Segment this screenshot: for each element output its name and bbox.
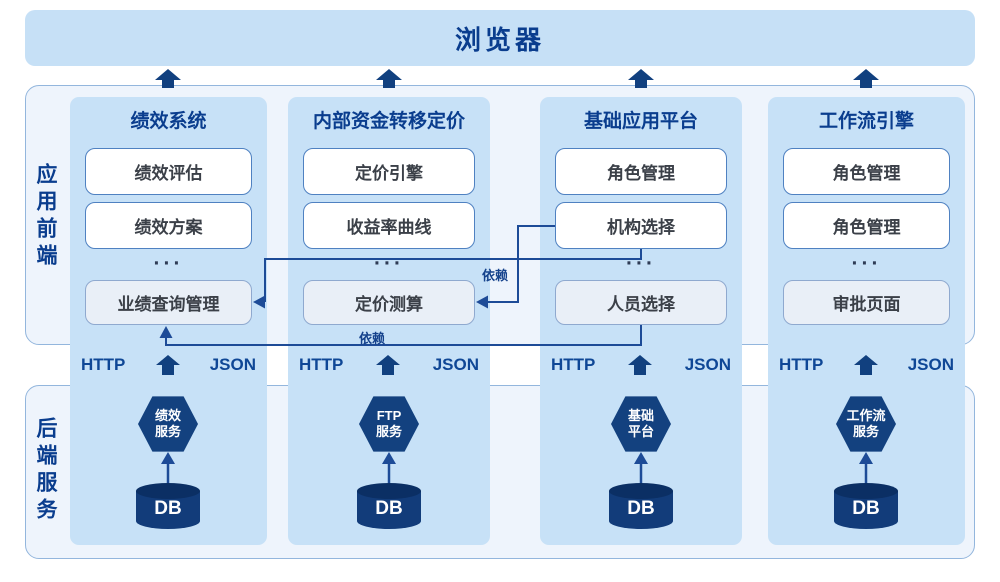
- module-box: 角色管理: [783, 148, 950, 195]
- dependency-label: 依赖: [481, 268, 508, 283]
- module-box: 定价引擎: [303, 148, 475, 195]
- db-cylinder-icon: [136, 483, 200, 529]
- service-name: 工作流: [846, 408, 886, 423]
- module-box: 绩效评估: [85, 148, 252, 195]
- http-json-row: HTTP JSON: [768, 352, 965, 378]
- http-json-row: HTTP JSON: [288, 352, 490, 378]
- json-label: JSON: [209, 355, 256, 374]
- frontend-label: 应用前端: [34, 163, 57, 271]
- http-label: HTTP: [299, 355, 344, 374]
- module-box: 收益率曲线: [303, 202, 475, 249]
- service-hexagon: 绩效 服务: [138, 396, 198, 452]
- column-title: 内部资金转移定价: [312, 111, 465, 132]
- json-label: JSON: [432, 355, 479, 374]
- backend-label: 后端服务: [34, 417, 57, 525]
- http-up-arrow-icon: [376, 355, 401, 375]
- service-name: 绩效: [154, 408, 181, 423]
- http-label: HTTP: [81, 355, 126, 374]
- module-box: 人员选择: [555, 280, 727, 325]
- service-hexagon: 基础 平台: [611, 396, 671, 452]
- service-name: 服务: [154, 424, 181, 439]
- db-cylinder: DB: [356, 482, 422, 530]
- http-up-arrow-icon: [853, 355, 878, 375]
- column-performance-system: 绩效系统 绩效评估 绩效方案 ··· 业绩查询管理 HTTP JSON 绩效 服…: [70, 97, 267, 545]
- json-label: JSON: [684, 355, 731, 374]
- up-arrow-icon: [628, 69, 654, 88]
- column-title: 绩效系统: [130, 111, 207, 132]
- service-name: 基础: [627, 408, 654, 423]
- dependency-label: 依赖: [358, 331, 385, 346]
- column-title: 基础应用平台: [583, 111, 698, 132]
- db-cylinder: DB: [833, 482, 899, 530]
- json-label: JSON: [907, 355, 954, 374]
- module-box: 机构选择: [555, 202, 727, 249]
- service-name: 平台: [627, 424, 654, 439]
- db-to-service-arrow-icon: [161, 452, 175, 483]
- ellipsis: ···: [153, 252, 184, 275]
- db-cylinder-icon: [357, 483, 421, 529]
- http-up-arrow-icon: [155, 355, 180, 375]
- ellipsis: ···: [626, 252, 656, 275]
- column-title: 工作流引擎: [818, 111, 914, 132]
- db-label: DB: [852, 498, 880, 519]
- db-label: DB: [627, 498, 655, 519]
- module-box: 角色管理: [555, 148, 727, 195]
- module-box: 审批页面: [783, 280, 950, 325]
- column-ftp-pricing: 内部资金转移定价 定价引擎 收益率曲线 ··· 定价测算 HTTP JSON F…: [288, 97, 490, 545]
- db-to-service-arrow-icon: [859, 452, 873, 483]
- service-name: 服务: [375, 424, 402, 439]
- db-to-service-arrow-icon: [634, 452, 648, 483]
- service-name: 服务: [852, 424, 879, 439]
- service-hexagon: FTP 服务: [359, 396, 419, 452]
- db-cylinder-icon: [834, 483, 898, 529]
- module-box: 业绩查询管理: [85, 280, 252, 325]
- column-workflow-engine: 工作流引擎 角色管理 角色管理 ··· 审批页面 HTTP JSON 工作流 服…: [768, 97, 965, 545]
- db-cylinder: DB: [135, 482, 201, 530]
- service-hexagon: 工作流 服务: [836, 396, 896, 452]
- http-json-row: HTTP JSON: [540, 352, 742, 378]
- ellipsis: ···: [851, 252, 882, 275]
- db-to-service-arrow-icon: [382, 452, 396, 483]
- column-base-platform: 基础应用平台 角色管理 机构选择 ··· 人员选择 HTTP JSON 基础 平…: [540, 97, 742, 545]
- module-box: 绩效方案: [85, 202, 252, 249]
- browser-bar: 浏览器: [25, 10, 975, 66]
- module-box: 角色管理: [783, 202, 950, 249]
- http-label: HTTP: [779, 355, 824, 374]
- db-cylinder: DB: [608, 482, 674, 530]
- db-cylinder-icon: [609, 483, 673, 529]
- up-arrow-icon: [853, 69, 879, 88]
- http-json-row: HTTP JSON: [70, 352, 267, 378]
- module-box: 定价测算: [303, 280, 475, 325]
- up-arrow-icon: [376, 69, 402, 88]
- db-label: DB: [375, 498, 403, 519]
- service-name: FTP: [376, 408, 402, 423]
- up-arrow-icon: [155, 69, 181, 88]
- http-label: HTTP: [551, 355, 596, 374]
- http-up-arrow-icon: [628, 355, 653, 375]
- db-label: DB: [154, 498, 182, 519]
- browser-title: 浏览器: [454, 24, 545, 55]
